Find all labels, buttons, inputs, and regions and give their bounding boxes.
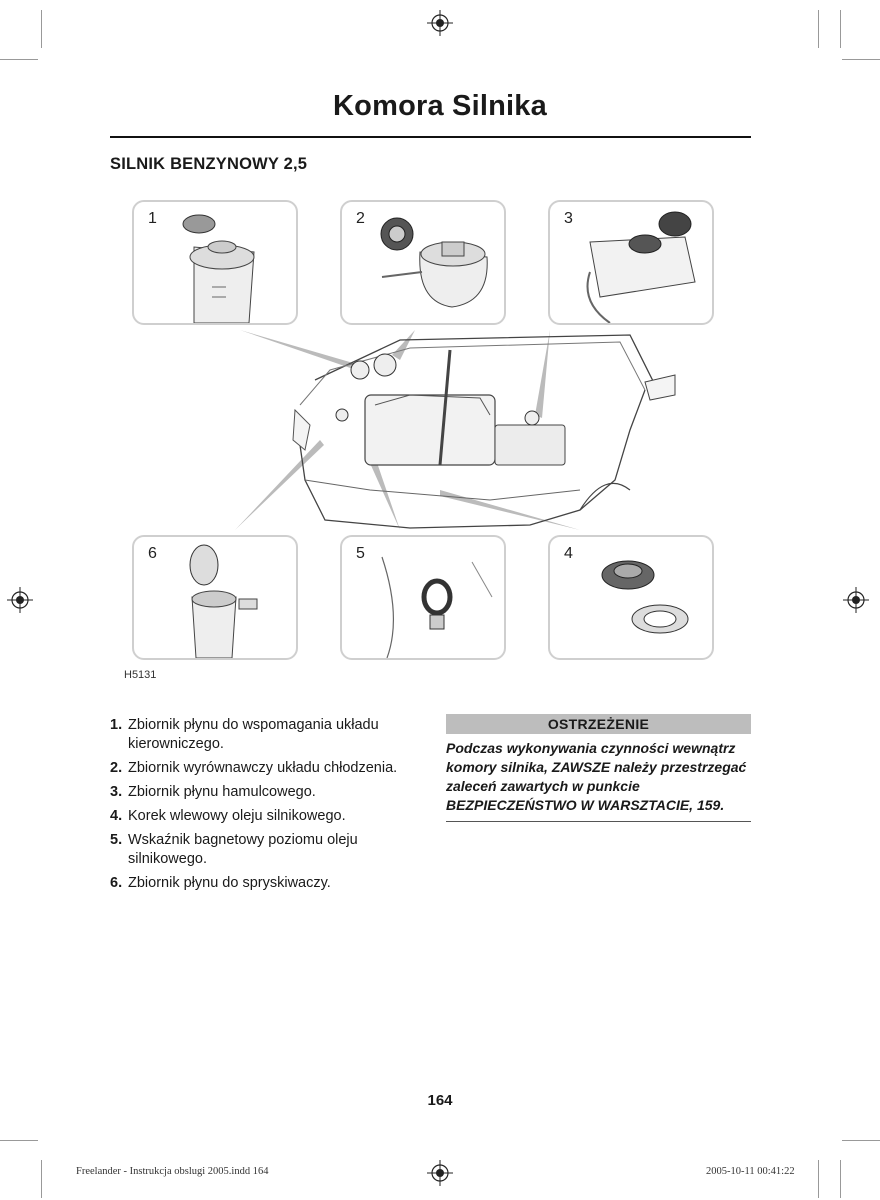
engine-compartment-figure: 1 2 3 6 xyxy=(110,190,770,690)
crop-mark xyxy=(842,1140,880,1141)
registration-mark-icon xyxy=(427,1160,453,1186)
warning-text: Podczas wykonywania czynności wewnątrz k… xyxy=(446,734,751,822)
engine-compartment-illustration xyxy=(235,330,676,530)
washer-fluid-reservoir-icon xyxy=(189,544,258,658)
panel-number: 2 xyxy=(356,210,365,227)
title-rule xyxy=(110,136,751,138)
crop-mark xyxy=(842,59,880,60)
crop-mark xyxy=(818,10,819,48)
brake-fluid-reservoir-icon xyxy=(586,211,696,323)
detail-panel-6: 6 xyxy=(132,535,298,660)
list-item: 5. Wskaźnik bagnetowy poziomu oleju siln… xyxy=(110,832,358,867)
list-item: 6. Zbiornik płynu do spryskiwaczy. xyxy=(110,875,331,891)
registration-mark-icon xyxy=(7,587,33,613)
page-title: Komora Silnika xyxy=(333,90,547,122)
panel-number: 4 xyxy=(564,545,573,562)
panel-number: 6 xyxy=(148,545,157,562)
detail-panel-4: 4 xyxy=(548,535,714,660)
crop-mark xyxy=(41,1160,42,1198)
list-item: 2. Zbiornik wyrównawczy układu chłodzeni… xyxy=(110,760,398,776)
registration-mark-icon xyxy=(843,587,869,613)
page-number: 164 xyxy=(427,1092,453,1109)
detail-panel-1: 1 xyxy=(132,200,298,325)
crop-mark xyxy=(0,59,38,60)
warning-box: OSTRZEŻENIE Podczas wykonywania czynnośc… xyxy=(446,714,751,822)
detail-panel-2: 2 xyxy=(340,200,506,325)
list-item: 3. Zbiornik płynu hamulcowego. xyxy=(110,784,316,800)
crop-mark xyxy=(840,1160,841,1198)
panel-number: 3 xyxy=(564,210,573,227)
section-heading: SILNIK BENZYNOWY 2,5 xyxy=(110,155,308,173)
detail-panel-5: 5 xyxy=(340,535,506,660)
panel-number: 5 xyxy=(356,545,365,562)
footer-right: 2005-10-11 00:41:22 xyxy=(706,1166,795,1177)
crop-mark xyxy=(0,1140,38,1141)
figure-code: H5131 xyxy=(124,669,157,681)
power-steering-reservoir-icon xyxy=(182,214,255,323)
list-item: 1. Zbiornik płynu do wspomagania układu … xyxy=(110,717,379,752)
dipstick-icon xyxy=(381,556,493,658)
crop-mark xyxy=(840,10,841,48)
detail-panel-3: 3 xyxy=(548,200,714,325)
warning-heading: OSTRZEŻENIE xyxy=(446,714,751,734)
crop-mark xyxy=(818,1160,819,1198)
coolant-reservoir-icon xyxy=(380,217,488,308)
panel-number: 1 xyxy=(148,210,157,227)
registration-mark-icon xyxy=(427,10,453,36)
oil-filler-cap-icon xyxy=(601,560,689,634)
crop-mark xyxy=(41,10,42,48)
footer-left: Freelander - Instrukcja obslugi 2005.ind… xyxy=(76,1166,269,1177)
list-item: 4. Korek wlewowy oleju silnikowego. xyxy=(110,808,346,824)
component-list: 1. Zbiornik płynu do wspomagania układu … xyxy=(110,716,410,898)
